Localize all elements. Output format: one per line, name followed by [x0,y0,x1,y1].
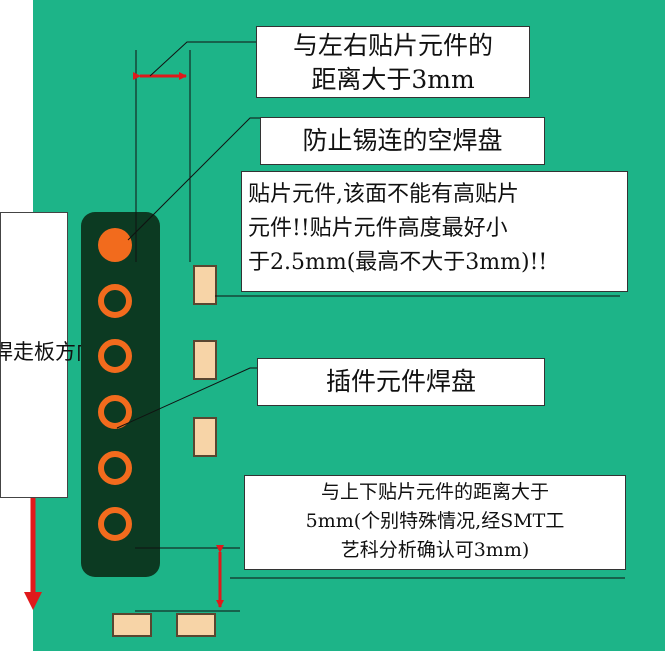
direction-panel [0,212,68,498]
note-line: 于2.5mm(最高不大于3mm)!! [248,250,548,275]
direction-arrow-head [24,592,42,610]
tht-pad [98,339,132,373]
smd-component [193,417,217,457]
anti-bridge-pad-label: 防止锡连的空焊盘 [260,117,545,165]
left-right-spacing-label: 与左右贴片元件的 距离大于3mm [256,26,530,98]
smd-component [112,613,152,637]
note-line: 贴片元件,该面不能有高贴片 [248,182,519,207]
label-line: 与左右贴片元件的 [292,31,493,60]
leader-line [127,117,260,241]
tht-pad [98,451,132,485]
smd-component [193,265,217,305]
direction-label: 焊走板方向 [0,340,97,364]
up-down-spacing-label: 与上下贴片元件的距离大于 5mm(个别特殊情况,经SMT工 艺科分析确认可3mm… [244,475,626,570]
tht-pad [98,395,132,429]
leader-line [149,41,256,77]
smd-component [176,613,216,637]
leader-line [116,367,258,429]
anti-bridge-pad [98,228,132,262]
label-line: 距离大于3mm [311,65,475,94]
label-line: 艺科分析确认可3mm) [340,539,530,561]
label-line: 与上下贴片元件的距离大于 [320,481,549,503]
smd-height-note: 贴片元件,该面不能有高贴片 元件!!贴片元件高度最好小 于2.5mm(最高不大于… [241,171,628,292]
note-line: 元件!!贴片元件高度最好小 [248,216,508,241]
smd-component [193,340,217,380]
tht-pad [98,284,132,318]
tht-pad [98,507,132,541]
tht-pad-label: 插件元件焊盘 [257,358,545,406]
label-text: 插件元件焊盘 [325,367,476,396]
label-line: 5mm(个别特殊情况,经SMT工 [305,510,565,532]
label-text: 防止锡连的空焊盘 [302,126,503,155]
